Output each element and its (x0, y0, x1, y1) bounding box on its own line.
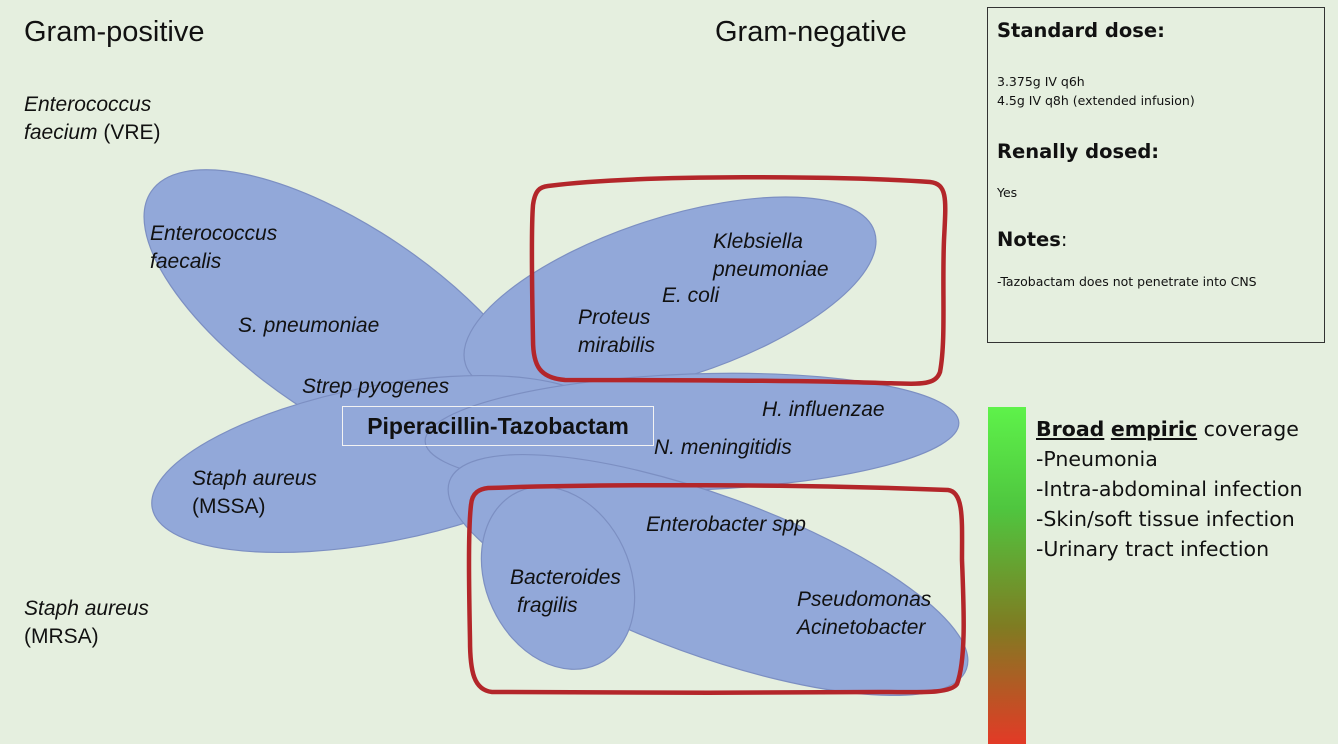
label-bacteroides: Bacteroides fragilis (510, 564, 621, 620)
label-n-meningitidis: N. meningitidis (654, 436, 792, 459)
renal-title: Renally dosed: (997, 140, 1160, 163)
gram-positive-header: Gram-positive (24, 16, 205, 48)
label-h-influenzae: H. influenzae (762, 398, 885, 421)
coverage-gradient-bar (988, 407, 1026, 744)
label-proteus: Proteus mirabilis (578, 304, 655, 360)
gram-negative-header: Gram-negative (715, 16, 907, 48)
bacteroides-line-2: fragilis (517, 594, 578, 617)
vre-label: Enterococcus faecium (VRE) (24, 91, 161, 147)
mssa-line-1: Staph aureus (192, 467, 317, 490)
pseudomonas-line: Pseudomonas (797, 588, 932, 611)
bacteroides-line-1: Bacteroides (510, 566, 621, 589)
label-e-coli: E. coli (662, 284, 720, 307)
coverage-word-coverage: coverage (1203, 417, 1299, 441)
coverage-list: Broad empiric coverage -Pneumonia -Intra… (1036, 414, 1302, 564)
proteus-line-1: Proteus (578, 306, 651, 329)
coverage-item: -Skin/soft tissue infection (1036, 507, 1295, 531)
vre-line-2-italic: faecium (24, 121, 98, 144)
coverage-item: -Intra-abdominal infection (1036, 477, 1303, 501)
mssa-line-2: (MSSA) (192, 495, 266, 518)
standard-dose-title: Standard dose: (997, 19, 1165, 42)
coverage-item: -Pneumonia (1036, 447, 1158, 471)
vre-line-2-plain: (VRE) (97, 121, 161, 144)
coverage-word-broad: Broad (1036, 417, 1105, 441)
klebsiella-line-2: pneumoniae (713, 258, 829, 281)
e-faecalis-line-1: Enterococcus (150, 222, 278, 245)
ellipse-bacteroides (480, 486, 636, 670)
dosing-info-box: Standard dose: 3.375g IV q6h 4.5g IV q8h… (987, 7, 1325, 343)
notes-colon: : (1060, 228, 1068, 251)
highlight-box-bottom (466, 482, 966, 695)
mrsa-label: Staph aureus (MRSA) (24, 595, 149, 651)
renal-value: Yes (997, 185, 1018, 200)
vre-line-1: Enterococcus (24, 93, 152, 116)
e-faecalis-line-2: faecalis (150, 250, 222, 273)
coverage-heading: Broad empiric coverage (1036, 414, 1302, 444)
notes-title-text: Notes (997, 228, 1061, 251)
coverage-word-empiric: empiric (1110, 417, 1198, 441)
label-enterococcus-faecalis: Enterococcus faecalis (150, 220, 277, 276)
label-klebsiella: Klebsiella pneumoniae (713, 228, 829, 284)
label-mssa: Staph aureus (MSSA) (192, 465, 317, 521)
label-enterobacter: Enterobacter spp (646, 513, 806, 536)
dose-1: 3.375g IV q6h (997, 74, 1085, 89)
dose-2: 4.5g IV q8h (extended infusion) (997, 93, 1195, 108)
proteus-line-2: mirabilis (578, 334, 656, 357)
highlight-box-top (529, 174, 948, 386)
acinetobacter-line: Acinetobacter (797, 616, 926, 639)
notes-value: -Tazobactam does not penetrate into CNS (997, 274, 1257, 289)
label-s-pneumoniae: S. pneumoniae (238, 314, 380, 337)
drug-name: Piperacillin-Tazobactam (342, 406, 654, 446)
klebsiella-line-1: Klebsiella (713, 230, 803, 253)
label-strep-pyogenes: Strep pyogenes (302, 375, 450, 398)
mrsa-line-2: (MRSA) (24, 625, 99, 648)
mrsa-line-1: Staph aureus (24, 597, 149, 620)
coverage-item: -Urinary tract infection (1036, 537, 1270, 561)
label-pseudomonas-acinetobacter: Pseudomonas Acinetobacter (797, 586, 931, 642)
notes-title: Notes: (997, 225, 1315, 255)
